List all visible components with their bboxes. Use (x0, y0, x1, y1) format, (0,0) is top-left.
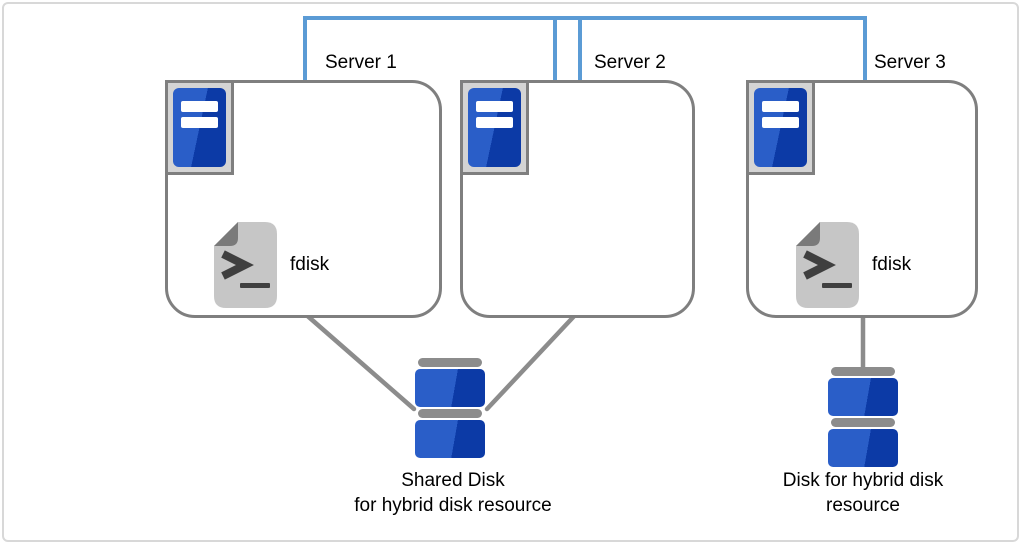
disk-unit (415, 420, 485, 458)
hybrid-disk-stack-icon (828, 367, 898, 467)
server2-tower-icon (460, 80, 529, 175)
server2-box (460, 80, 695, 318)
prompt-chevron-glyph (221, 250, 254, 280)
server1-label: Server 1 (325, 52, 397, 73)
server-slot-bar (762, 117, 799, 128)
network-drop-server1 (303, 16, 307, 82)
disk-cap-bar (831, 418, 895, 427)
server-slot-bar (181, 101, 218, 112)
network-drop-server2-right (578, 16, 582, 82)
hybrid-disk-label-line2: resource (826, 495, 900, 516)
prompt-underscore-glyph (240, 283, 270, 288)
server2-label: Server 2 (594, 52, 666, 73)
shared-disk-label-line1: Shared Disk (401, 470, 505, 491)
server-tower-body (173, 88, 226, 167)
shared-disk-stack-icon (415, 358, 485, 458)
server3-tower-icon (746, 80, 815, 175)
script-file-fold (796, 222, 820, 246)
server-slot-bar (762, 101, 799, 112)
server3-label: Server 3 (874, 52, 946, 73)
server-tower-body (468, 88, 521, 167)
script-file-icon (796, 222, 859, 308)
network-drop-server3 (863, 16, 867, 82)
server3-fdisk-label: fdisk (872, 254, 912, 275)
server-tower-body (754, 88, 807, 167)
server1-fdisk-label: fdisk (290, 254, 330, 275)
prompt-chevron-glyph (803, 250, 836, 280)
hybrid-disk-label-line1: Disk for hybrid disk (782, 470, 944, 491)
disk-unit (415, 369, 485, 407)
prompt-underscore-glyph (822, 283, 852, 288)
script-file-fold (214, 222, 238, 246)
connector-server1-shared-disk (300, 309, 417, 412)
network-link-line (303, 16, 867, 20)
network-drop-server2-left (553, 16, 557, 82)
server-slot-bar (181, 117, 218, 128)
server-slot-bar (476, 101, 513, 112)
script-file-icon (214, 222, 277, 308)
disk-unit (828, 378, 898, 416)
hybrid-disk-label: Disk for hybrid disk resource (703, 468, 1021, 518)
shared-disk-label: Shared Disk for hybrid disk resource (293, 468, 613, 518)
server1-tower-icon (165, 80, 234, 175)
connector-server2-shared-disk (484, 309, 581, 412)
disk-cap-bar (418, 358, 482, 367)
shared-disk-label-line2: for hybrid disk resource (354, 495, 552, 516)
disk-cap-bar (831, 367, 895, 376)
server-slot-bar (476, 117, 513, 128)
disk-unit (828, 429, 898, 467)
disk-cap-bar (418, 409, 482, 418)
